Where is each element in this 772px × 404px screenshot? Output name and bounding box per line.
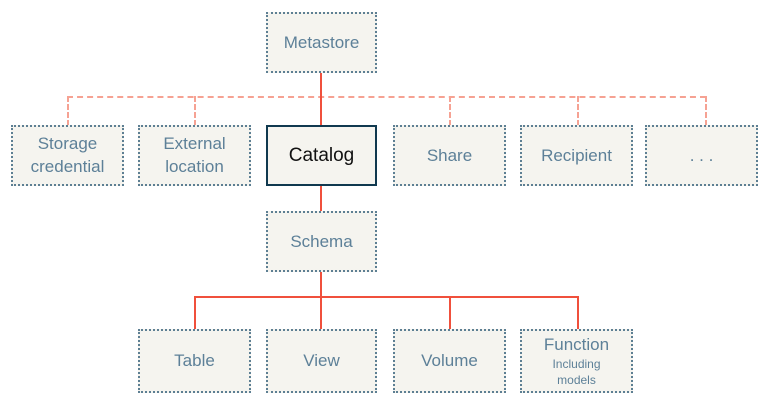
- edge-metastore-bus: [67, 96, 706, 98]
- edge-schema-to-volume: [449, 296, 451, 330]
- node-share-label: Share: [426, 145, 473, 165]
- node-table[interactable]: Table: [138, 329, 251, 393]
- edge-metastore-to-external-location: [194, 96, 196, 126]
- edge-schema-stem: [320, 271, 322, 298]
- node-recipient[interactable]: Recipient: [520, 125, 633, 186]
- node-recipient-label: Recipient: [541, 145, 612, 165]
- node-catalog[interactable]: Catalog: [266, 125, 377, 186]
- node-ellipsis-label: . . .: [689, 145, 714, 165]
- node-volume[interactable]: Volume: [393, 329, 506, 393]
- edge-metastore-to-share: [449, 96, 451, 126]
- edge-metastore-to-recipient: [577, 96, 579, 126]
- node-storage-credential-label-line1: Storage: [37, 134, 98, 154]
- node-share[interactable]: Share: [393, 125, 506, 186]
- edge-schema-to-table: [194, 296, 196, 330]
- edge-metastore-to-storage-credential: [67, 96, 69, 126]
- node-external-location[interactable]: External location: [138, 125, 251, 186]
- edge-schema-to-function: [577, 296, 579, 330]
- node-schema[interactable]: Schema: [266, 211, 377, 272]
- edge-schema-to-view: [320, 296, 322, 330]
- node-function-subtitle-line1: Including: [552, 356, 601, 371]
- edge-metastore-stem: [320, 73, 322, 97]
- node-view[interactable]: View: [266, 329, 377, 393]
- node-metastore-label: Metastore: [283, 32, 360, 52]
- node-storage-credential[interactable]: Storage credential: [11, 125, 124, 186]
- edge-metastore-to-ellipsis: [705, 96, 707, 126]
- node-view-label: View: [303, 351, 340, 371]
- node-storage-credential-label-line2: credential: [30, 156, 105, 176]
- edge-catalog-to-schema: [320, 186, 322, 212]
- node-table-label: Table: [174, 351, 215, 371]
- node-metastore[interactable]: Metastore: [266, 12, 377, 73]
- node-external-location-label-line2: location: [165, 156, 224, 176]
- edge-schema-bus: [194, 296, 579, 298]
- node-external-location-label-line1: External: [163, 134, 226, 154]
- node-ellipsis[interactable]: . . .: [645, 125, 758, 186]
- node-catalog-label: Catalog: [288, 144, 355, 166]
- node-function-subtitle-line2: models: [557, 372, 596, 387]
- node-schema-label: Schema: [290, 231, 353, 251]
- node-volume-label: Volume: [421, 351, 478, 371]
- edge-metastore-to-catalog: [320, 96, 322, 126]
- node-function-label: Function: [543, 335, 610, 355]
- node-function[interactable]: Function Including models: [520, 329, 633, 393]
